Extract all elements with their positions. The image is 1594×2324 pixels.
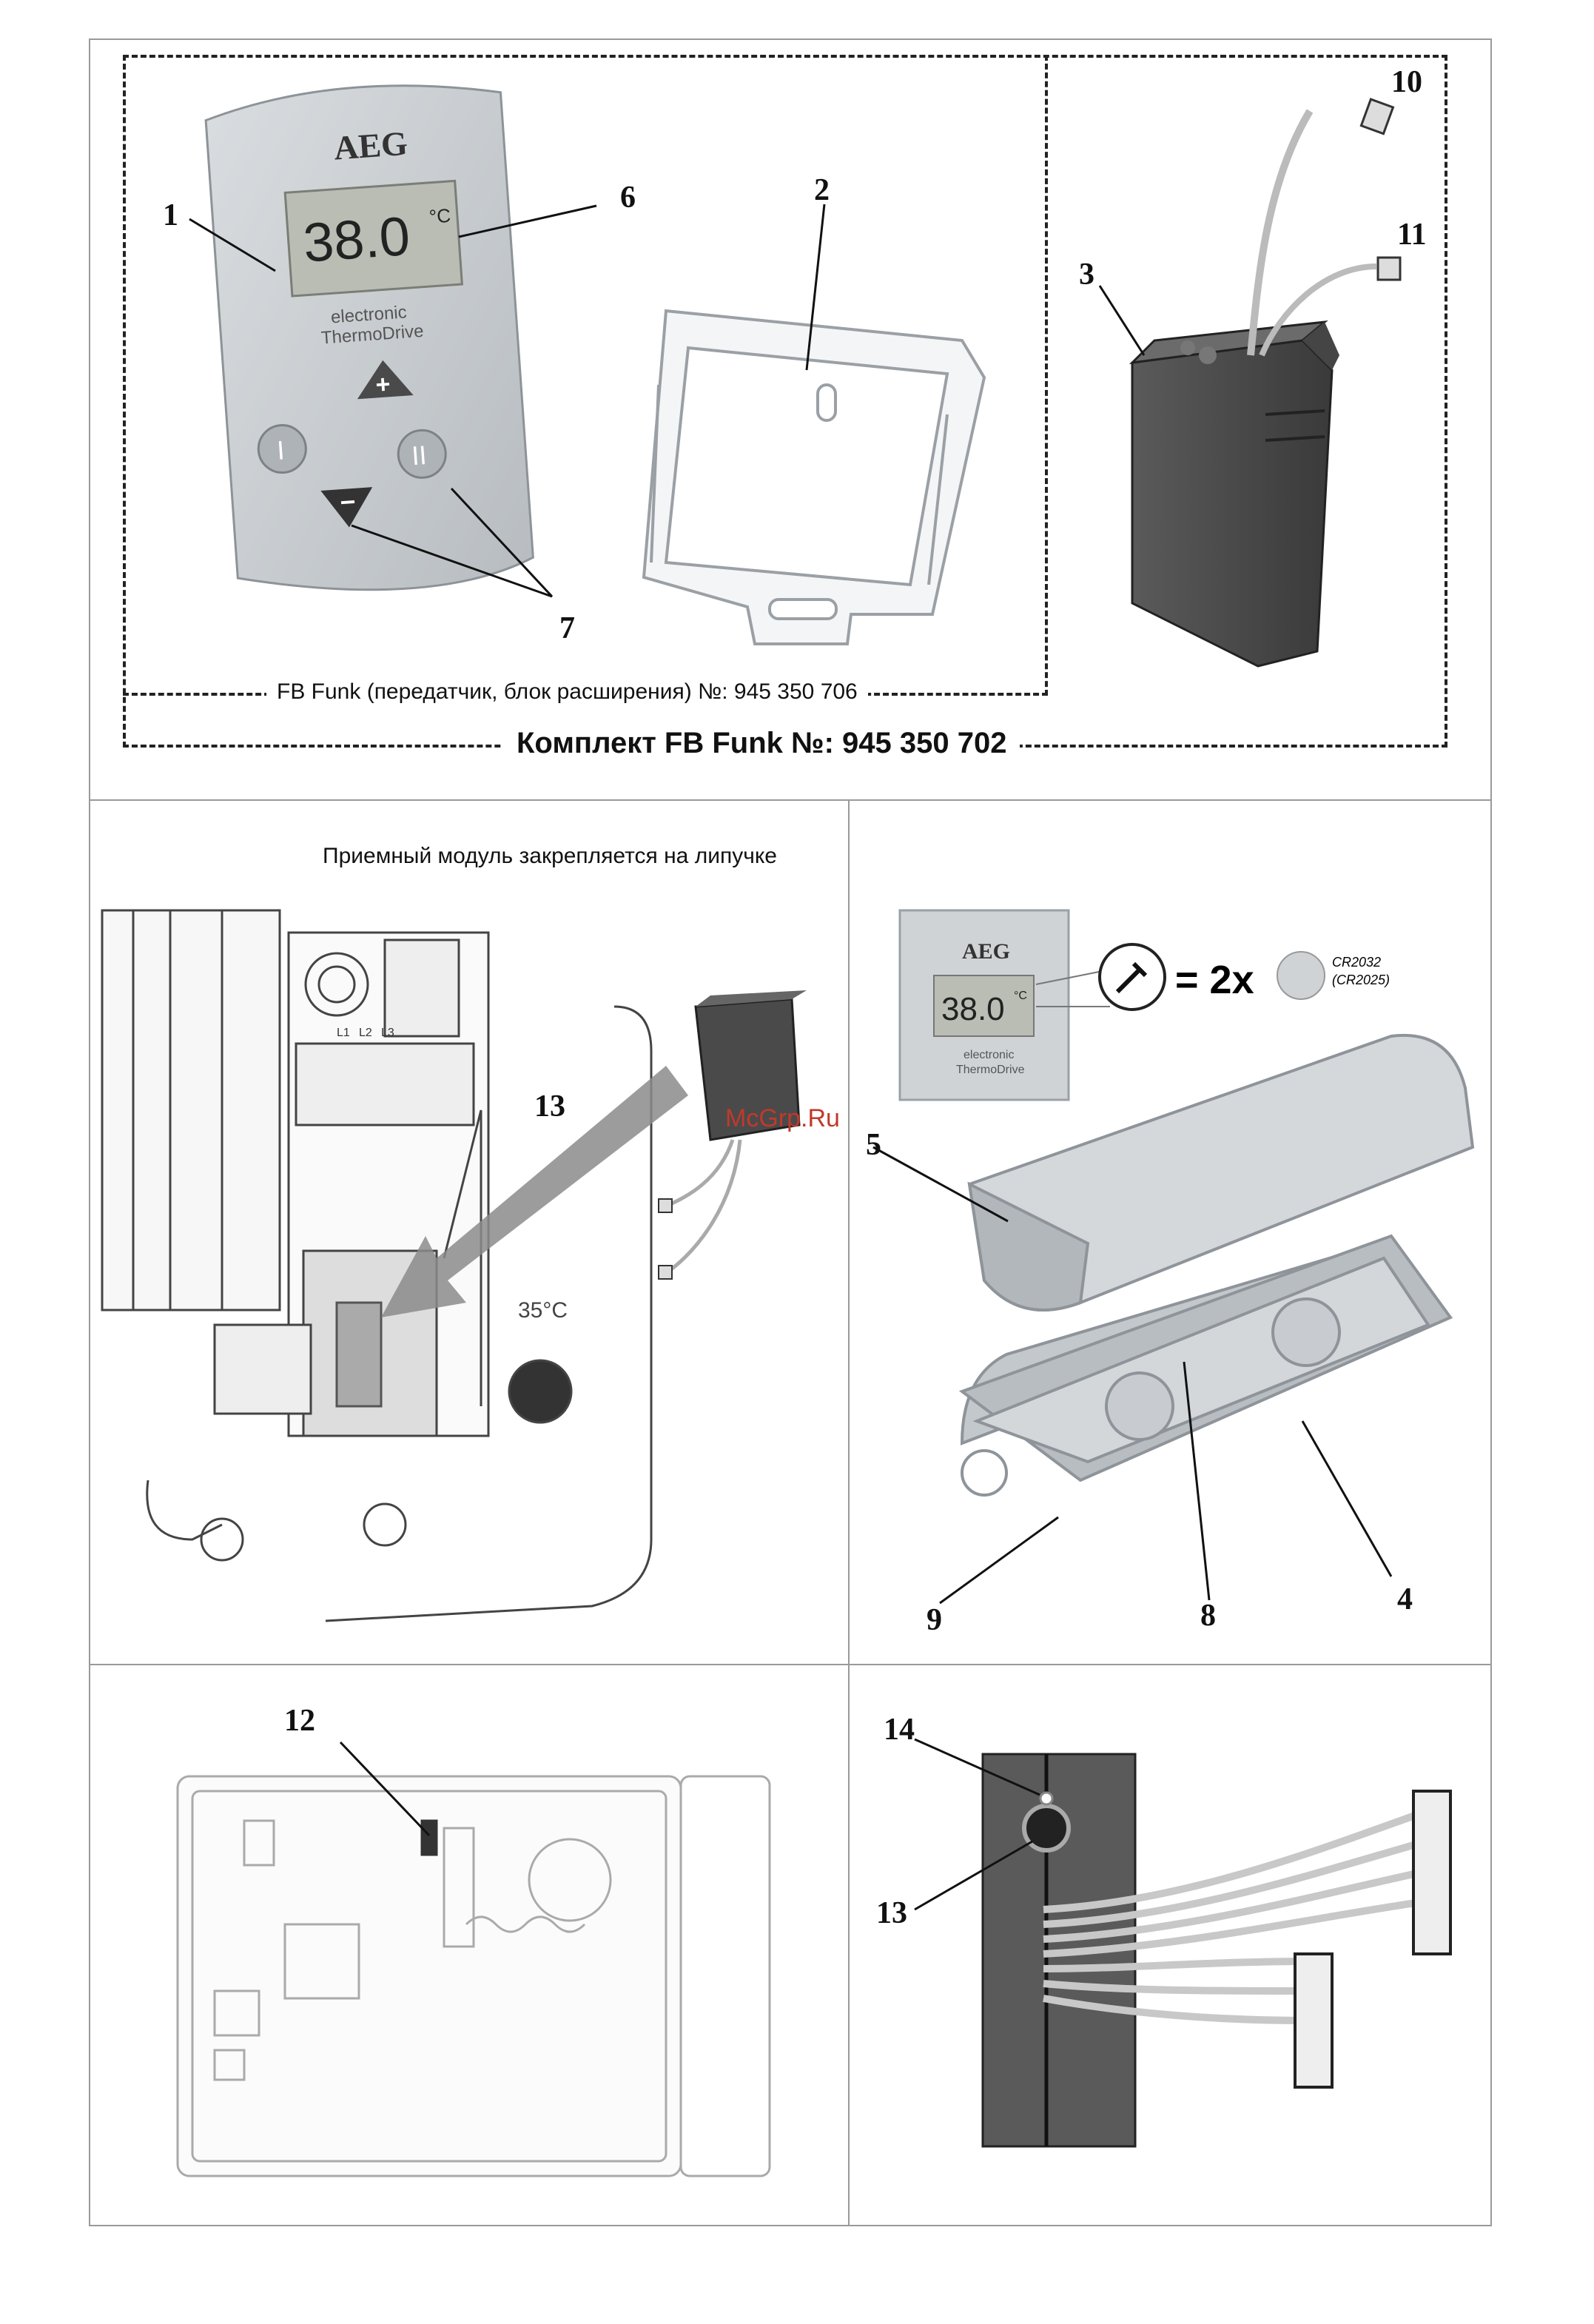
coin-cell-icon xyxy=(1277,952,1325,999)
callout-10: 10 xyxy=(1391,67,1422,98)
callout-13-module: 13 xyxy=(876,1898,907,1929)
callout-11: 11 xyxy=(1397,219,1427,250)
svg-text:= 2x: = 2x xyxy=(1175,958,1254,1002)
inner-kit-caption: FB Funk (передатчик, блок расширения) №:… xyxy=(266,679,868,705)
callout-8: 8 xyxy=(1200,1600,1216,1631)
receiver-module xyxy=(1132,99,1400,666)
callout-6: 6 xyxy=(620,182,636,213)
svg-text:AEG: AEG xyxy=(962,939,1010,964)
lcd-value: 38.0 xyxy=(301,205,411,274)
remote-display-inset: AEG 38.0 °C electronic ThermoDrive xyxy=(900,910,1069,1100)
exploded-remote xyxy=(962,1035,1473,1495)
reset-button xyxy=(1024,1806,1069,1850)
brand-logo: AEG xyxy=(332,124,408,167)
svg-text:ThermoDrive: ThermoDrive xyxy=(956,1064,1025,1076)
svg-text:−: − xyxy=(339,486,357,517)
heater-interior xyxy=(102,910,651,1621)
temp-display-label: 35°C xyxy=(518,1298,568,1323)
module-side-view xyxy=(983,1754,1450,2146)
svg-text:II: II xyxy=(411,440,428,471)
callout-4: 4 xyxy=(1397,1584,1413,1615)
callout-14: 14 xyxy=(884,1714,915,1745)
remote-control: 38.0 °C AEG electronic ThermoDrive + I I… xyxy=(204,78,534,600)
callout-9: 9 xyxy=(927,1605,942,1636)
svg-text:38.0: 38.0 xyxy=(941,991,1005,1027)
callout-12: 12 xyxy=(284,1705,315,1736)
svg-text:°C: °C xyxy=(428,204,451,228)
circuit-board xyxy=(178,1776,770,2176)
svg-text:CR2032: CR2032 xyxy=(1332,955,1381,970)
callout-1: 1 xyxy=(163,200,178,231)
watermark: McGrp.Ru xyxy=(725,1104,840,1133)
connector-a xyxy=(1413,1791,1450,1954)
outer-kit-caption: Комплект FB Funk №: 945 350 702 xyxy=(503,727,1020,760)
svg-text:electronic: electronic xyxy=(964,1049,1014,1061)
callout-7: 7 xyxy=(559,613,575,644)
velcro-note: Приемный модуль закрепляется на липучке xyxy=(323,844,777,869)
wall-bracket xyxy=(644,311,984,644)
svg-text:L3: L3 xyxy=(381,1027,394,1039)
battery-equation: = 2x CR2032 (CR2025) xyxy=(1036,944,1390,1010)
connector-b xyxy=(1295,1954,1332,2087)
svg-text:L2: L2 xyxy=(359,1027,372,1039)
svg-text:+: + xyxy=(374,370,391,399)
callout-13-install: 13 xyxy=(534,1091,565,1122)
svg-text:L1: L1 xyxy=(337,1027,350,1039)
led-indicator xyxy=(1040,1793,1052,1804)
terminal-labels: L1 L2 L3 xyxy=(337,1027,394,1039)
svg-text:°C: °C xyxy=(1014,990,1027,1002)
svg-text:(CR2025): (CR2025) xyxy=(1332,973,1390,987)
callout-3: 3 xyxy=(1079,259,1094,290)
receiver-module-small xyxy=(659,990,807,1279)
callout-5: 5 xyxy=(866,1129,881,1161)
callout-2: 2 xyxy=(814,175,830,206)
